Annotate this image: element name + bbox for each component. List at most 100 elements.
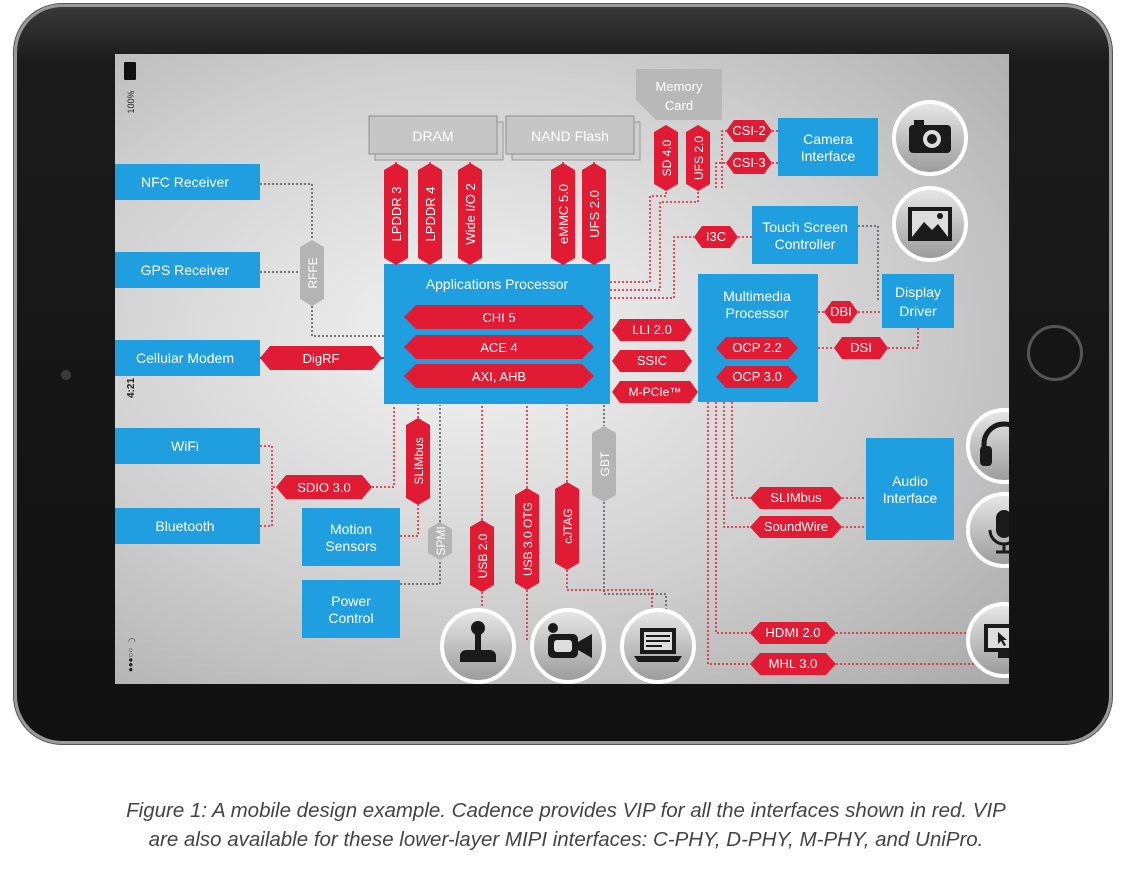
- ssic-label: SSIC: [637, 353, 667, 368]
- ocp30-tag: [716, 366, 798, 388]
- ace4-bus: [404, 335, 594, 359]
- lpddr4-label: LPDDR 4: [423, 187, 438, 242]
- touch-screen-controller-label-1: Touch Screen: [762, 219, 848, 235]
- dsi-label: DSI: [850, 340, 872, 355]
- mhl30-label: MHL 3.0: [769, 656, 818, 671]
- gbt-label: GBT: [598, 451, 612, 476]
- ufs20-nand-label: UFS 2.0: [587, 190, 602, 238]
- gps-receiver-block: [115, 252, 260, 288]
- figure-caption: Figure 1: A mobile design example. Caden…: [20, 796, 1112, 854]
- link-rffe-ap: [311, 306, 384, 337]
- ocp30-label: OCP 3.0: [732, 369, 782, 384]
- audio-interface-block: [866, 438, 954, 540]
- i3c-tag: [694, 226, 738, 248]
- audio-interface-label-1: Audio: [892, 473, 928, 489]
- lpddr3-label: LPDDR 3: [389, 187, 404, 242]
- nfc-receiver-block: [115, 164, 260, 200]
- dbi-label: DBI: [830, 304, 852, 319]
- camera-interface-label-2: Interface: [801, 148, 856, 164]
- gbt-tag: [592, 426, 616, 502]
- sdio30-label: SDIO 3.0: [297, 480, 350, 495]
- front-camera-dot: [61, 370, 71, 380]
- link-ap-i3c: [610, 236, 694, 299]
- sd40-tag: [654, 125, 678, 191]
- spmi-tag: [428, 522, 452, 560]
- ace4-label: ACE 4: [480, 340, 518, 355]
- ocp22-label: OCP 2.2: [732, 340, 782, 355]
- usb20-label: USB 2.0: [476, 533, 490, 578]
- slimbus-horizontal-label: SLIMbus: [770, 490, 822, 505]
- link-csi3: [715, 162, 726, 188]
- csi3-label: CSI-3: [732, 155, 765, 170]
- wifi-status-icon: ◠: [128, 636, 136, 646]
- cellular-modem-block: [115, 340, 260, 376]
- link-mm-hdmi: [715, 402, 750, 634]
- touch-screen-controller-label-2: Controller: [775, 236, 836, 252]
- link-bt-sdio: [260, 486, 276, 527]
- mipi-diagram: 100% 4:21 ◠ ●●●○○: [115, 62, 1009, 684]
- link-gbt-laptop: [603, 502, 667, 612]
- caption-line-1: Figure 1: A mobile design example. Caden…: [126, 799, 1006, 822]
- link-sdio-ap: [372, 405, 395, 488]
- wide-io2-label: Wide I/O 2: [463, 183, 478, 244]
- memory-card-label-2: Card: [665, 98, 693, 113]
- cellular-modem-label: Cellular Modem: [136, 350, 234, 366]
- wifi-label: WiFi: [171, 438, 199, 454]
- mhl30-tag: [750, 653, 836, 675]
- battery-percent: 100%: [126, 90, 136, 113]
- display-driver-label-2: Driver: [899, 303, 937, 319]
- bluetooth-label: Bluetooth: [155, 518, 214, 534]
- ufs20-card-label: UFS 2.0: [692, 136, 706, 180]
- ocp22-tag: [716, 337, 798, 359]
- slimbus-horizontal-tag: [750, 487, 842, 509]
- link-mm-mhl: [707, 402, 750, 665]
- csi2-label: CSI-2: [732, 123, 765, 138]
- link-ap-ufs-card: [610, 190, 699, 291]
- lpddr4-tag: [418, 163, 442, 265]
- lli20-tag: [612, 319, 692, 341]
- link-dsi-display: [888, 328, 919, 349]
- camera-interface-block: [778, 118, 878, 176]
- power-control-label-1: Power: [331, 593, 371, 609]
- power-control-block: [302, 580, 400, 638]
- cjtag-label: cJTAG: [561, 508, 575, 544]
- link-cjtag-laptop: [566, 570, 653, 612]
- soundwire-tag: [750, 516, 842, 538]
- home-button[interactable]: [1027, 325, 1083, 381]
- usb30otg-tag: [515, 488, 539, 590]
- touch-screen-controller-block: [752, 206, 858, 264]
- status-time: 4:21: [126, 378, 137, 398]
- gps-receiver-label: GPS Receiver: [141, 262, 230, 278]
- camera-icon: [892, 100, 968, 176]
- display-driver-block: [882, 274, 954, 328]
- display-driver-label-1: Display: [895, 284, 941, 300]
- wide-io2-tag: [458, 163, 482, 265]
- link-motion-slimbus: [400, 505, 419, 537]
- csi2-tag: [726, 120, 772, 142]
- hdmi20-label: HDMI 2.0: [766, 625, 821, 640]
- caption-line-2: are also available for these lower-layer…: [148, 828, 984, 851]
- nand-flash-block: NAND Flash: [505, 115, 641, 161]
- emmc50-tag: [551, 163, 575, 265]
- lpddr3-tag: [384, 163, 408, 265]
- slimbus-vertical-label: SLIMbus: [412, 437, 426, 484]
- digrf-label: DigRF: [303, 351, 340, 366]
- link-ap-sd: [610, 190, 667, 283]
- motion-sensors-block: [302, 508, 400, 566]
- link-nfc-rffe: [260, 183, 313, 240]
- wifi-block: [115, 428, 260, 464]
- chi5-label: CHI 5: [482, 310, 515, 325]
- link-power-spmi: [400, 560, 441, 585]
- monitor-icon: [966, 602, 1009, 678]
- usb20-tag: [470, 520, 494, 592]
- bluetooth-block: [115, 508, 260, 544]
- link-mhl-monitor: [836, 663, 991, 672]
- nfc-receiver-label: NFC Receiver: [141, 174, 229, 190]
- csi3-tag: [726, 152, 772, 174]
- mpcie-label: M-PCIe™: [629, 385, 682, 399]
- headphones-icon: [966, 408, 1009, 484]
- ufs20-nand-tag: [582, 163, 606, 265]
- sdio30-tag: [276, 475, 372, 499]
- power-control-label-2: Control: [328, 610, 373, 626]
- emmc50-label: eMMC 5.0: [556, 184, 571, 244]
